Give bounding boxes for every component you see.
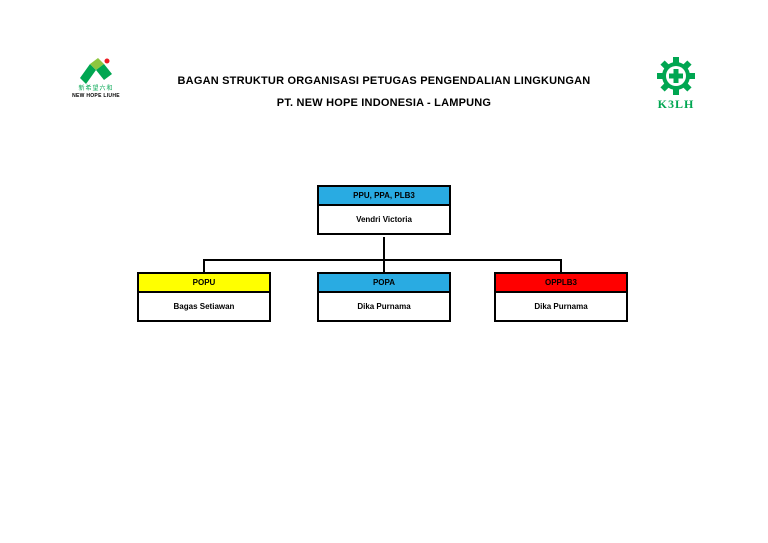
- connector-mid-drop: [383, 260, 385, 272]
- org-box-popa: POPA Dika Purnama: [317, 272, 451, 322]
- k3lh-logo: K3LH: [646, 56, 706, 112]
- org-box-opplb3-name: Dika Purnama: [496, 293, 626, 320]
- org-box-popu-name: Bagas Setiawan: [139, 293, 269, 320]
- org-box-opplb3-title: OPPLB3: [496, 274, 626, 293]
- connector-horizontal: [203, 259, 562, 261]
- connector-left-drop: [203, 260, 205, 272]
- org-box-popu: POPU Bagas Setiawan: [137, 272, 271, 322]
- new-hope-logo-icon: [64, 56, 128, 86]
- company-logo-name-text: NEW HOPE LIUHE: [72, 93, 120, 99]
- connector-root-drop: [383, 237, 385, 260]
- k3lh-gear-cross-icon: [646, 56, 706, 96]
- company-logo: 新希望六和 NEW HOPE LIUHE: [64, 56, 128, 100]
- k3lh-label: K3LH: [657, 97, 695, 111]
- org-box-popa-name: Dika Purnama: [319, 293, 449, 320]
- org-box-popu-title: POPU: [139, 274, 269, 293]
- connector-right-drop: [560, 260, 562, 272]
- org-box-popa-title: POPA: [319, 274, 449, 293]
- org-box-root-name: Vendri Victoria: [319, 206, 449, 233]
- company-logo-chinese-text: 新希望六和: [78, 86, 114, 92]
- org-box-root: PPU, PPA, PLB3 Vendri Victoria: [317, 185, 451, 235]
- page-title: BAGAN STRUKTUR ORGANISASI PETUGAS PENGEN…: [0, 70, 768, 114]
- title-line-2: PT. NEW HOPE INDONESIA - LAMPUNG: [276, 97, 492, 109]
- org-box-root-title: PPU, PPA, PLB3: [319, 187, 449, 206]
- title-line-1: BAGAN STRUKTUR ORGANISASI PETUGAS PENGEN…: [177, 75, 591, 87]
- org-box-opplb3: OPPLB3 Dika Purnama: [494, 272, 628, 322]
